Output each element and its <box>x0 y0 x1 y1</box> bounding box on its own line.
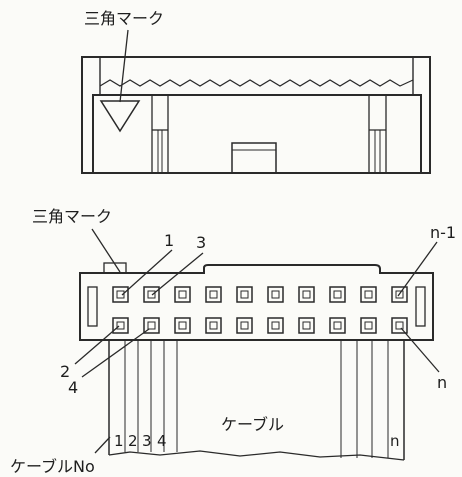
pin-cell-r2-c3 <box>174 317 191 334</box>
pin-cell-r2-c7 <box>298 317 315 334</box>
pin-contact-r1-c4 <box>209 290 218 299</box>
pin-contact-r1-c5 <box>240 290 249 299</box>
pin-cell-r1-c6 <box>267 286 284 303</box>
pin-n-1-leader <box>397 241 438 297</box>
cable-number-n: n <box>390 432 400 450</box>
pin-cell-r1-c1 <box>112 286 129 303</box>
pin-2-label: 2 <box>60 362 70 381</box>
pin-cell-r2-c5 <box>236 317 253 334</box>
pin-cell-r1-c8 <box>329 286 346 303</box>
pin-contact-r1-c3 <box>178 290 187 299</box>
pin-cell-r1-c3 <box>174 286 191 303</box>
pin-contact-r2-c1 <box>116 321 125 330</box>
housing-outline-top <box>81 56 431 174</box>
pin-cell-r1-c9 <box>360 286 377 303</box>
pin-contact-r2-c10 <box>395 321 404 330</box>
pin-cell-r2-c2 <box>143 317 160 334</box>
pin-contact-r2-c2 <box>147 321 156 330</box>
triangle-mark-leader-front <box>91 228 121 273</box>
connector-top-view: 三角マーク <box>81 9 431 174</box>
pin-contact-r2-c8 <box>333 321 342 330</box>
pin-4-label: 4 <box>68 378 78 397</box>
pin-n-1-label: n-1 <box>430 223 456 242</box>
triangle-mark-top <box>99 100 141 133</box>
pin-3-label: 3 <box>196 233 206 252</box>
triangle-mark-label-front: 三角マーク <box>32 207 112 226</box>
pin-contact-r1-c6 <box>271 290 280 299</box>
cable-number-2: 2 <box>128 432 138 450</box>
pin-n-leader <box>400 327 440 373</box>
pin-cell-r1-c4 <box>205 286 222 303</box>
pin-cell-r2-c4 <box>205 317 222 334</box>
connector-body-top <box>92 94 422 174</box>
pin-contact-r1-c8 <box>333 290 342 299</box>
pin-1-label: 1 <box>164 231 174 250</box>
pin-grid <box>112 286 408 334</box>
pin-cell-r2-c6 <box>267 317 284 334</box>
pin-cell-r1-c2 <box>143 286 160 303</box>
pin-contact-r1-c10 <box>395 290 404 299</box>
pin-2-leader <box>74 325 120 365</box>
cable-number-3: 3 <box>142 432 152 450</box>
pin-contact-r1-c9 <box>364 290 373 299</box>
pin-cell-r1-c7 <box>298 286 315 303</box>
pin-cell-r2-c10 <box>391 317 408 334</box>
pin-n-label: n <box>437 373 447 392</box>
pin-contact-r1-c2 <box>147 290 156 299</box>
housing-outline-front <box>79 264 434 341</box>
cable-label: ケーブル <box>221 415 284 434</box>
cable-number-1: 1 <box>114 432 124 450</box>
pin-contact-r2-c6 <box>271 321 280 330</box>
cable-no-label: ケーブルNo <box>10 457 95 476</box>
pin-contact-r1-c1 <box>116 290 125 299</box>
pin-1-leader <box>121 249 173 296</box>
ribbon-cable <box>108 340 405 461</box>
pin-contact-r2-c4 <box>209 321 218 330</box>
pin-3-leader <box>151 252 204 296</box>
pin-contact-r1-c7 <box>302 290 311 299</box>
center-key <box>231 142 277 174</box>
pin-4-leader <box>81 328 150 378</box>
pin-cell-r1-c5 <box>236 286 253 303</box>
cable-crimp-wave <box>99 79 414 87</box>
connector-front-view: 三角マーク 1 3 n-1 2 4 n <box>10 207 456 476</box>
cable-torn-edge <box>108 450 405 461</box>
right-side-latch <box>415 286 426 327</box>
cable-number-4: 4 <box>157 432 167 450</box>
triangle-mark-leader-top <box>119 29 129 103</box>
pin-cell-r2-c8 <box>329 317 346 334</box>
pin-contact-r2-c3 <box>178 321 187 330</box>
left-side-latch <box>87 286 98 327</box>
pin-cell-r2-c9 <box>360 317 377 334</box>
pin-contact-r2-c5 <box>240 321 249 330</box>
pin-contact-r2-c9 <box>364 321 373 330</box>
pin-cell-r1-c10 <box>391 286 408 303</box>
triangle-mark-label-top: 三角マーク <box>84 9 164 28</box>
pin-contact-r2-c7 <box>302 321 311 330</box>
pin-cell-r2-c1 <box>112 317 129 334</box>
cable-no-leader <box>94 436 111 454</box>
